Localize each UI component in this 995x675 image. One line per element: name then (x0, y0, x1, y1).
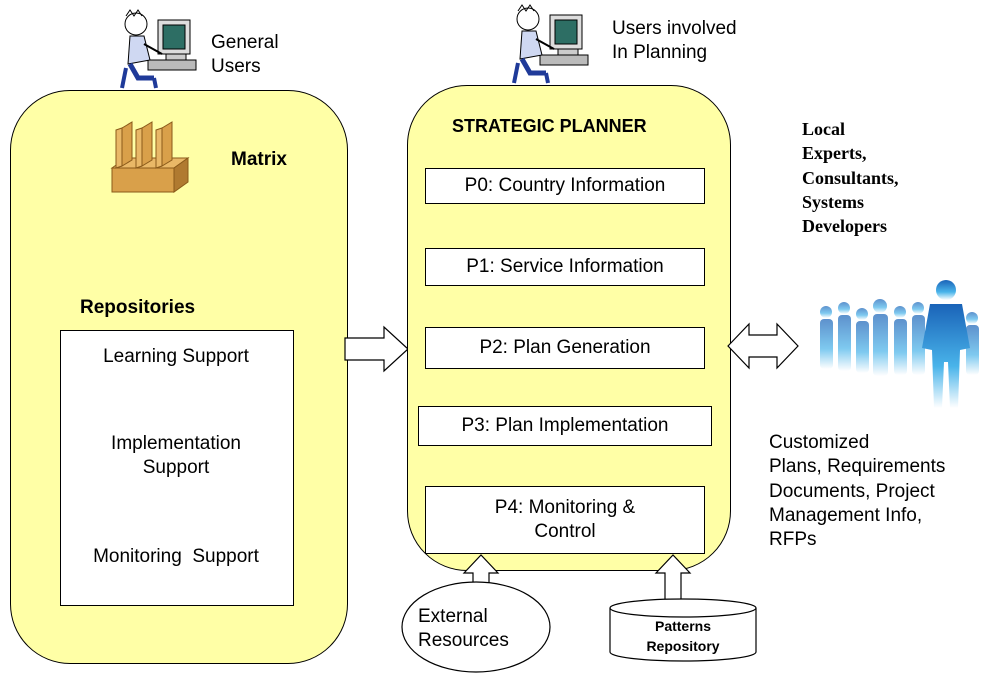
outputs-label: Customized Plans, Requirements Documents… (769, 431, 945, 553)
experts-line2: Experts, (802, 143, 867, 164)
repositories-label: Repositories (80, 297, 196, 318)
phase-p4-line1: P4: Monitoring & (494, 497, 636, 519)
planning-users-label: Users involved In Planning (612, 17, 737, 65)
repo-item-monitoring-support: Monitoring Support (93, 546, 259, 567)
bidirectional-arrow (727, 322, 799, 370)
repo-item-implementation-support: Support (142, 457, 210, 478)
experts-line1: Local (802, 119, 845, 139)
matrix-icon (110, 121, 190, 193)
user-at-computer-icon (120, 9, 197, 89)
repo-item-learning-support: Learning Support (103, 346, 249, 367)
outputs-line4: Management Info, (769, 504, 923, 526)
outputs-line3: Documents, Project (769, 480, 935, 502)
matrix-label: Matrix (231, 149, 287, 170)
user-at-computer-icon (512, 4, 589, 84)
people-group-icon (820, 280, 979, 408)
phase-p0: P0: Country Information (425, 168, 705, 204)
phase-p4-line2: Control (534, 521, 596, 542)
general-users-label: General Users (211, 31, 279, 79)
planning-users-line2: In Planning (612, 41, 708, 63)
experts-label: Local Experts, Consultants, Systems Deve… (802, 117, 899, 238)
planner-title: STRATEGIC PLANNER (452, 116, 647, 136)
patterns-repository-cylinder (609, 598, 757, 662)
external-line2: Resources (418, 629, 509, 651)
outputs-line2: Plans, Requirements (769, 456, 946, 478)
experts-line3: Consultants, (802, 167, 899, 188)
repository-list-box (60, 330, 294, 606)
outputs-line1: Customized (769, 432, 870, 453)
flow-right-arrow (344, 325, 409, 373)
external-resources-ellipse (401, 581, 551, 673)
general-users-line2: Users (211, 55, 261, 77)
phase-p2: P2: Plan Generation (425, 327, 705, 369)
phase-p1: P1: Service Information (425, 248, 705, 286)
external-resources-label: External Resources (418, 605, 538, 653)
repo-item-implementation: Implementation (111, 433, 241, 454)
general-users-line1: General (211, 32, 279, 53)
planning-users-line1: Users involved (612, 18, 737, 39)
patterns-line2: Repository (646, 637, 720, 654)
experts-line5: Developers (802, 216, 887, 237)
outputs-line5: RFPs (769, 529, 817, 551)
external-line1: External (418, 606, 488, 627)
patterns-line1: Patterns (654, 618, 712, 634)
phase-p4: P4: Monitoring & Control (425, 486, 705, 554)
phase-p3: P3: Plan Implementation (418, 406, 712, 446)
experts-line4: Systems (802, 191, 864, 212)
patterns-repository-label: Patterns Repository (608, 617, 758, 656)
